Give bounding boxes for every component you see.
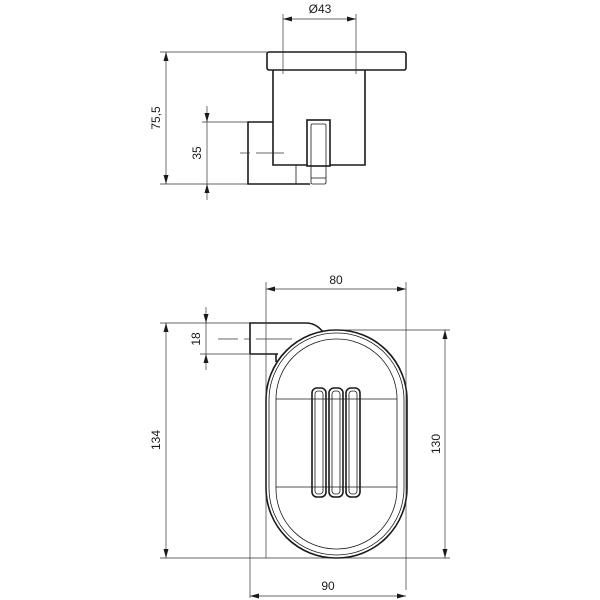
dish-inner <box>275 338 398 550</box>
drain-ribs <box>311 387 361 498</box>
mount-arm <box>249 322 324 354</box>
top-plate <box>266 51 407 71</box>
dim-width-bottom-label: 90 <box>321 579 335 593</box>
dim-height-total-label: 75,5 <box>149 106 163 130</box>
slot-outer <box>306 119 331 167</box>
dim-width-top-label: 80 <box>329 273 343 287</box>
dim-height-dish-label: 130 <box>429 434 443 454</box>
side-view: Ø43 75,5 35 <box>149 2 407 200</box>
dish-rim <box>268 332 405 556</box>
dim-diameter-label: Ø43 <box>309 2 332 16</box>
front-view: 80 18 134 130 90 <box>149 273 450 599</box>
dim-height-total-front-label: 134 <box>149 430 163 450</box>
body-outline <box>272 70 366 166</box>
dim-height-mount-label: 35 <box>190 146 204 160</box>
dim-arm-height-label: 18 <box>189 332 203 346</box>
slot-clip <box>310 123 327 185</box>
